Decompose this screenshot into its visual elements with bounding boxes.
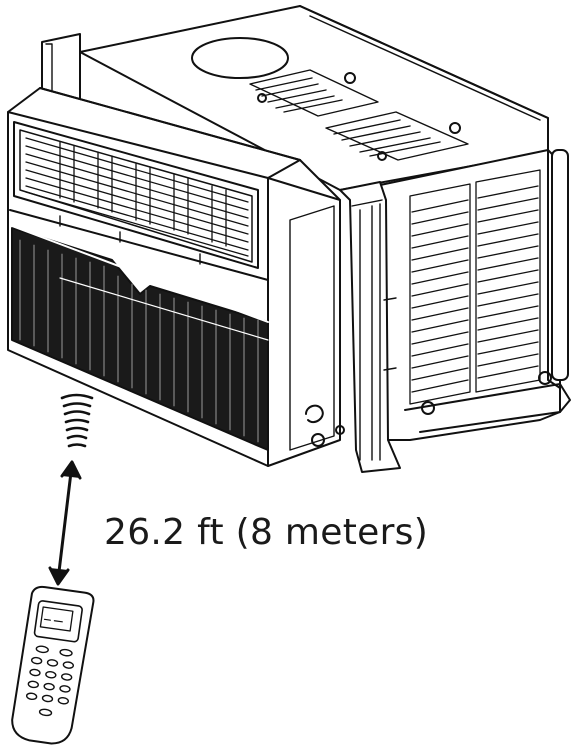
remote-control-icon bbox=[11, 585, 95, 745]
double-headed-arrow-icon bbox=[48, 460, 82, 586]
signal-waves-icon bbox=[60, 393, 94, 448]
window-air-conditioner-icon bbox=[7, 5, 571, 473]
range-distance-label: 26.2 ft (8 meters) bbox=[104, 512, 429, 553]
